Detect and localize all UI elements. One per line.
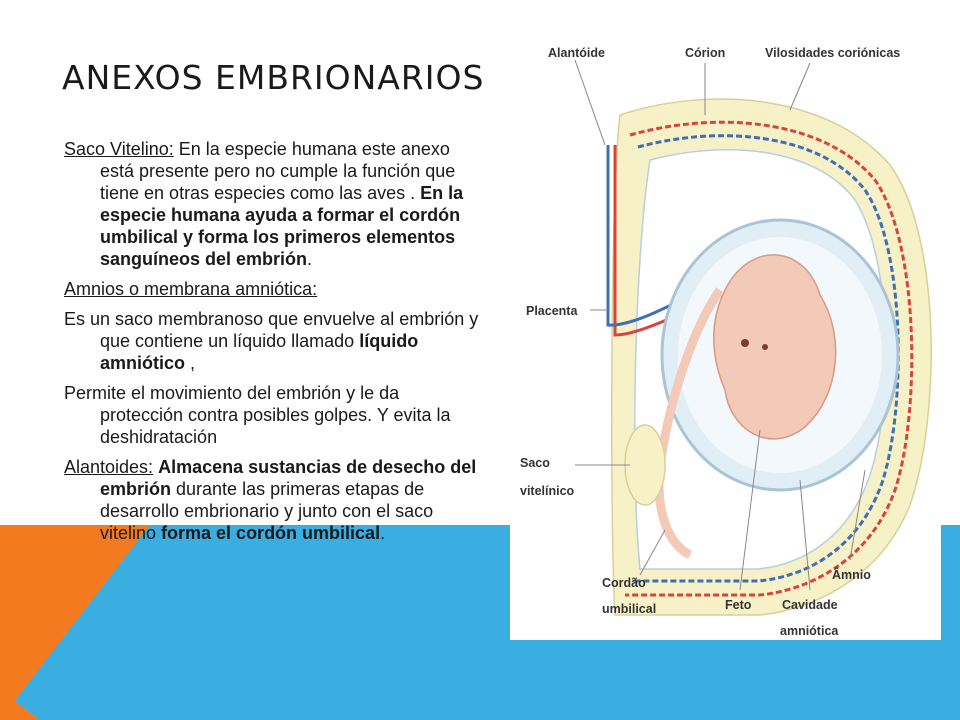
chorion-red bbox=[625, 120, 914, 597]
fetus-eye bbox=[741, 339, 749, 347]
text-amnios-desc: Es un saco membranoso que envuelve al em… bbox=[64, 309, 479, 351]
text-alantoides-bold-2: forma el cordón umbilical bbox=[161, 523, 381, 543]
text-saco-vitelino-bold: En la especie humana ayuda a formar el c… bbox=[100, 183, 464, 269]
leader-vilosidades bbox=[789, 62, 811, 111]
label-vilosidades: Vilosidades coriónicas bbox=[765, 46, 900, 60]
leader-feto bbox=[739, 429, 761, 591]
text-liquido-amniotico: líquido amniótico bbox=[100, 331, 419, 373]
paragraph-alantoides: Alantoides: Almacena sustancias de desec… bbox=[64, 456, 484, 544]
embryo-diagram-svg: Alantóide Córion Vilosidades coriónicas … bbox=[520, 46, 932, 638]
label-corion: Córion bbox=[685, 46, 725, 60]
slide-body: Saco Vitelino: En la especie humana este… bbox=[64, 138, 484, 552]
embryo-diagram: Alantóide Córion Vilosidades coriónicas … bbox=[510, 35, 941, 640]
leader-cavidade bbox=[799, 479, 811, 591]
label-cordao-line1: Cordão bbox=[602, 576, 646, 590]
label-cavidade-line2: amniótica bbox=[780, 624, 839, 638]
label-amnio: Âmnio bbox=[832, 567, 871, 582]
paragraph-saco-vitelino: Saco Vitelino: En la especie humana este… bbox=[64, 138, 484, 270]
text-saco-vitelino-1: En la especie humana este anexo está pre… bbox=[100, 139, 456, 203]
heading-amnios: Amnios o membrana amniótica: bbox=[64, 279, 318, 299]
text-saco-vitelino-end: . bbox=[307, 249, 313, 269]
yolk-sac bbox=[624, 424, 666, 506]
text-alantoides-bold-1: Almacena sustancias de desecho del embri… bbox=[100, 457, 477, 499]
paragraph-amnios-desc: Es un saco membranoso que envuelve al em… bbox=[64, 308, 484, 374]
text-alantoides-1: durante las primeras etapas de desarroll… bbox=[100, 479, 434, 543]
heading-saco-vitelino: Saco Vitelino: bbox=[64, 139, 174, 159]
label-saco-line1: Saco bbox=[520, 456, 550, 470]
paragraph-amnios-function: Permite el movimiento del embrión y le d… bbox=[64, 383, 451, 447]
text-alantoides-end: . bbox=[380, 523, 386, 543]
orange-triangle bbox=[0, 525, 150, 720]
leader-amnio bbox=[849, 469, 866, 561]
label-feto: Feto bbox=[725, 598, 752, 612]
label-cordao-line2: umbilical bbox=[602, 602, 656, 616]
leader-cordao bbox=[639, 529, 666, 576]
label-cavidade-line1: Cavidade bbox=[782, 598, 838, 612]
chorion-blue bbox=[632, 134, 900, 583]
label-alantoide: Alantóide bbox=[548, 46, 605, 60]
leader-alantoide bbox=[574, 59, 606, 146]
orange-strip bbox=[0, 690, 40, 720]
slide-title: ANEXOS EMBRIONARIOS bbox=[62, 58, 485, 97]
heading-alantoides: Alantoides: bbox=[64, 457, 154, 477]
text-amnios-desc-end: , bbox=[185, 353, 196, 373]
label-placenta: Placenta bbox=[526, 304, 578, 318]
fetus bbox=[713, 254, 837, 440]
label-saco-line2: vitelínico bbox=[520, 484, 575, 498]
fetus-limb-bud bbox=[762, 344, 768, 350]
